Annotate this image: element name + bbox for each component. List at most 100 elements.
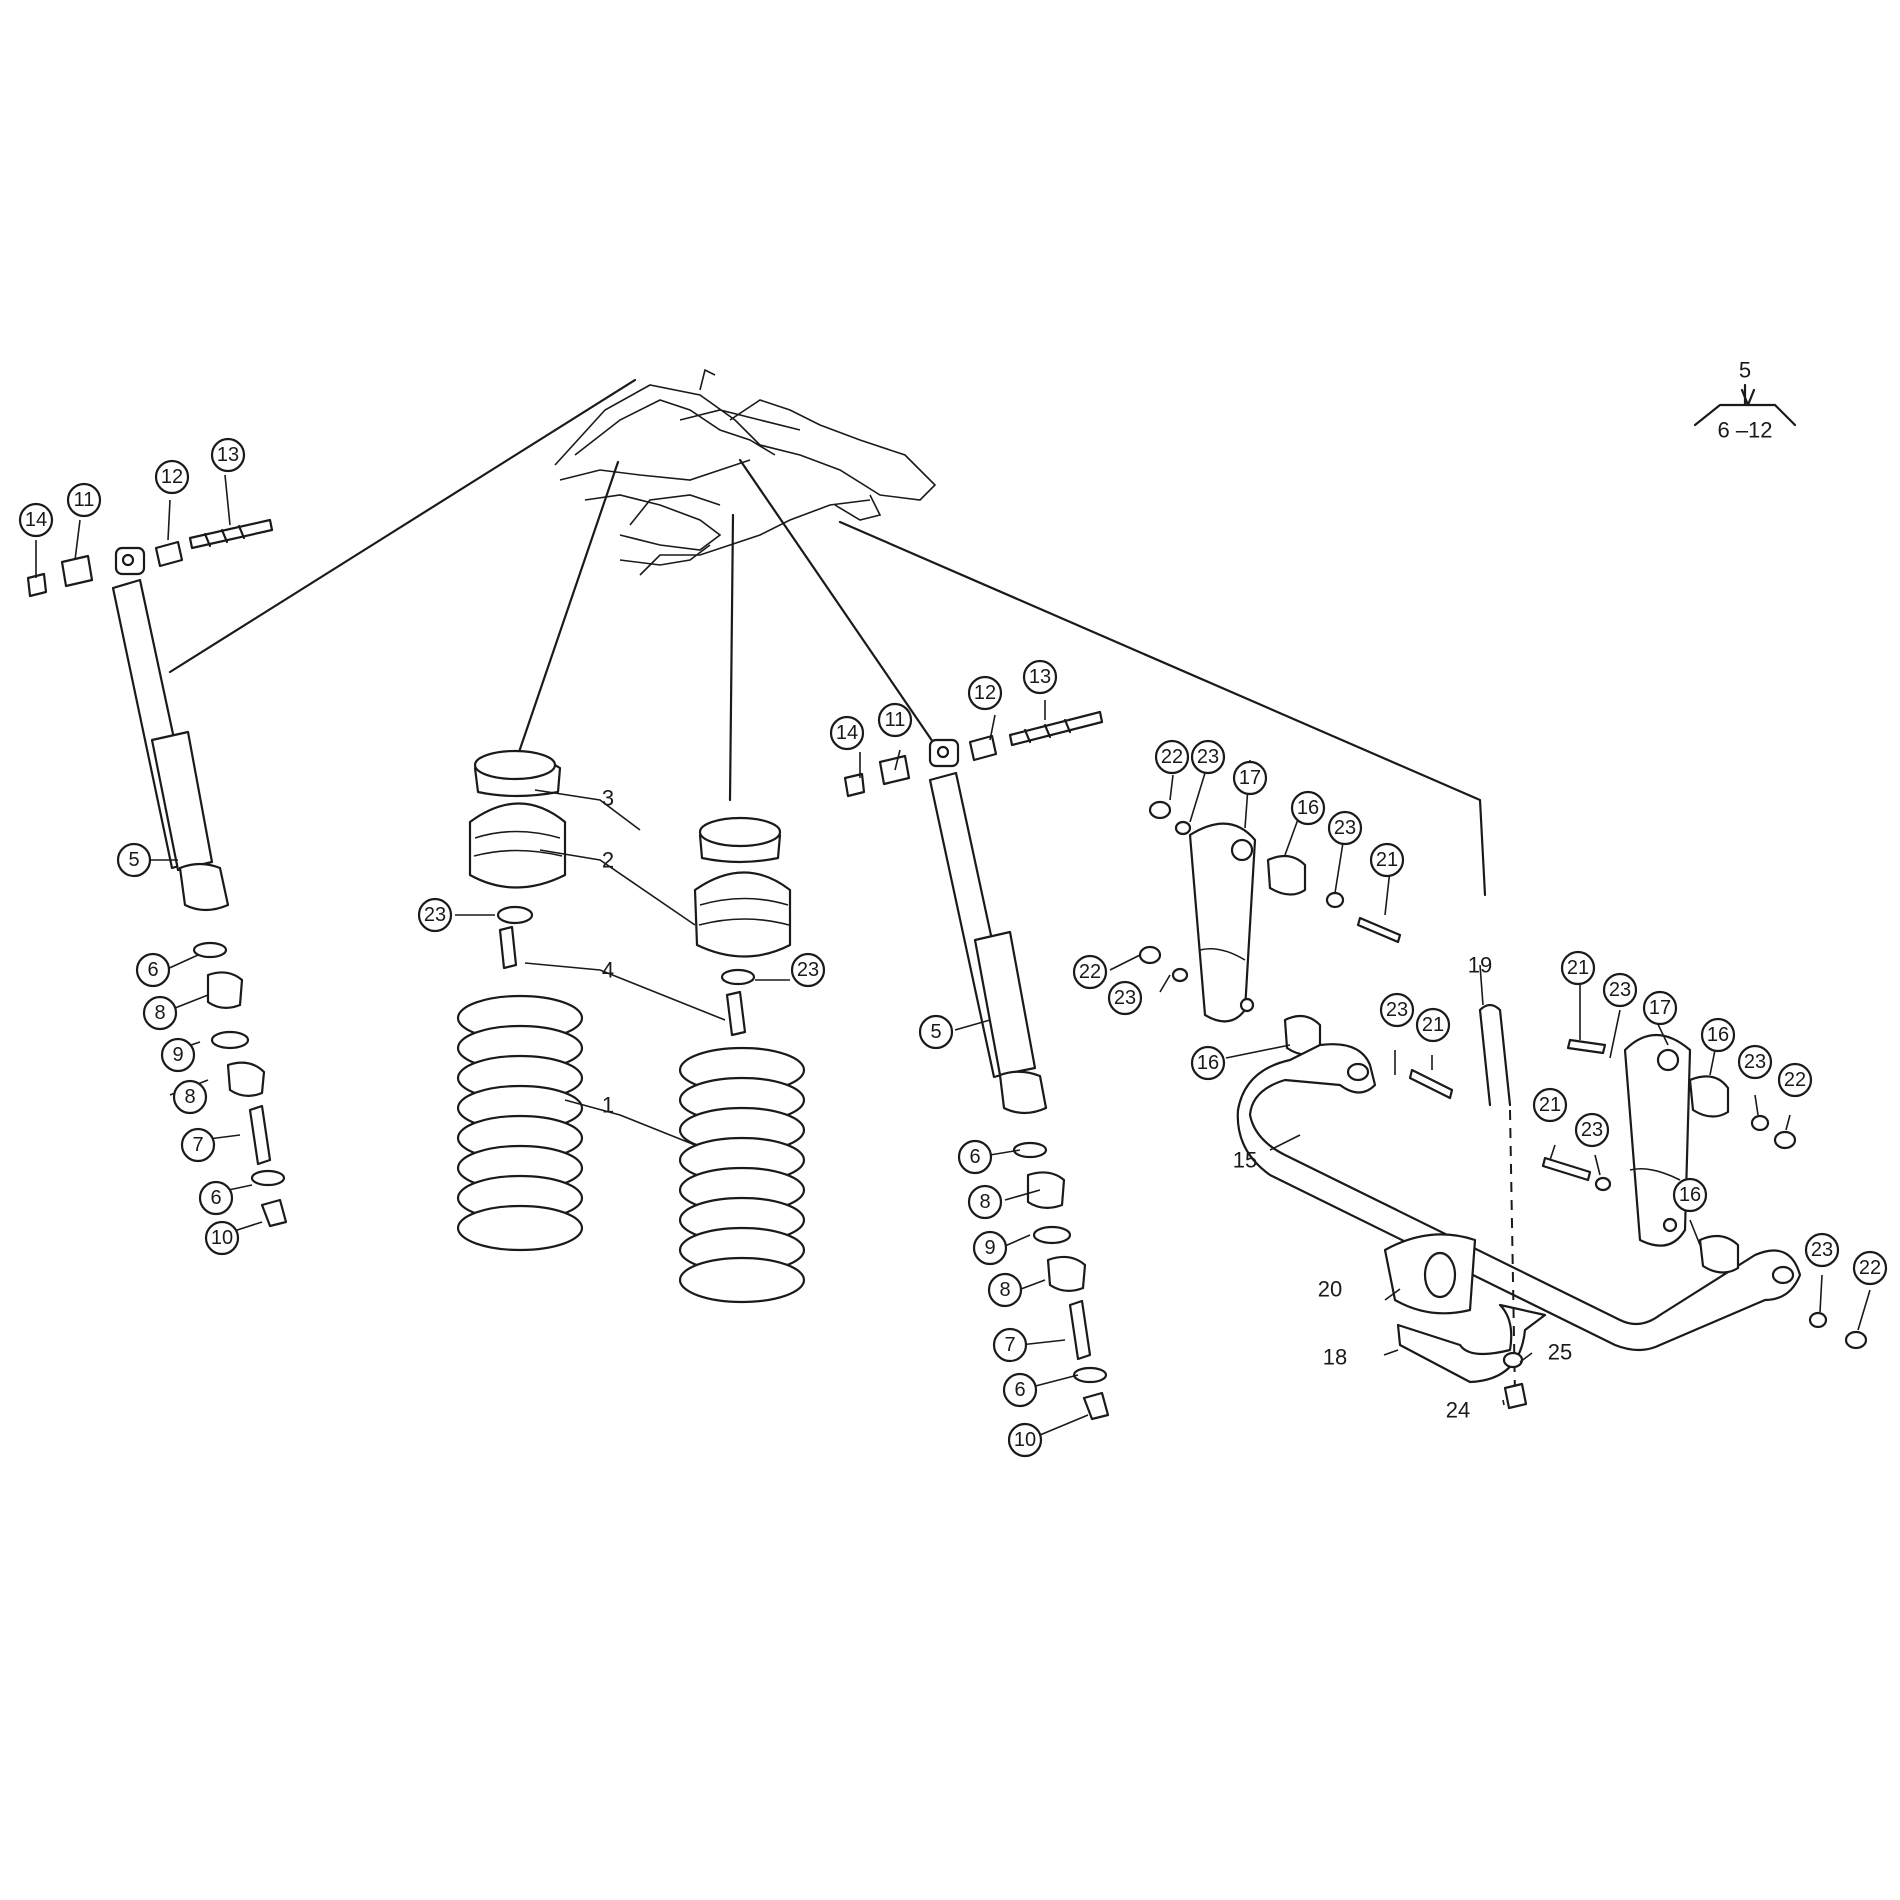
callout-21-c: 21 xyxy=(1560,950,1596,986)
svg-text:23: 23 xyxy=(1581,1119,1603,1141)
callout-19: 19 xyxy=(1468,953,1492,978)
svg-text:12: 12 xyxy=(161,466,183,488)
svg-text:9: 9 xyxy=(984,1237,995,1259)
svg-text:14: 14 xyxy=(25,509,47,531)
callout-23-e: 23 xyxy=(1602,972,1638,1008)
svg-text:5: 5 xyxy=(930,1021,941,1043)
callout-10-right: 10 xyxy=(1007,1422,1043,1458)
callout-23-a: 23 xyxy=(1190,739,1226,775)
svg-text:21: 21 xyxy=(1376,849,1398,871)
callout-12-left: 12 xyxy=(154,459,190,495)
callout-9-right: 9 xyxy=(972,1230,1008,1266)
svg-text:23: 23 xyxy=(1334,817,1356,839)
callout-23-g: 23 xyxy=(1574,1112,1610,1148)
svg-text:23: 23 xyxy=(1811,1239,1833,1261)
svg-text:21: 21 xyxy=(1539,1094,1561,1116)
callout-14-left: 14 xyxy=(18,502,54,538)
svg-text:16: 16 xyxy=(1679,1184,1701,1206)
callout-6-right-a: 6 xyxy=(957,1139,993,1175)
callout-4: 4 xyxy=(602,958,614,983)
callout-7-right: 7 xyxy=(992,1327,1028,1363)
callout-22-b: 22 xyxy=(1072,954,1108,990)
stabilizer-assembly xyxy=(1138,800,1868,1410)
svg-text:22: 22 xyxy=(1784,1069,1806,1091)
svg-text:11: 11 xyxy=(74,489,95,511)
svg-text:23: 23 xyxy=(1386,999,1408,1021)
center-springs xyxy=(456,749,806,1304)
callout-labels: 14 11 12 13 5 6 8 9 8 7 6 10 23 3 2 4 1 … xyxy=(18,437,1888,1458)
callout-21-a: 21 xyxy=(1369,842,1405,878)
callout-17-a: 17 xyxy=(1232,760,1268,796)
svg-text:17: 17 xyxy=(1649,997,1671,1019)
callout-7-left: 7 xyxy=(180,1127,216,1163)
callout-10-left: 10 xyxy=(204,1220,240,1256)
legend-bottom-label: 6 –12 xyxy=(1717,418,1772,443)
svg-text:14: 14 xyxy=(836,722,858,744)
svg-text:22: 22 xyxy=(1079,961,1101,983)
callout-5-right: 5 xyxy=(918,1014,954,1050)
svg-text:23: 23 xyxy=(1609,979,1631,1001)
callout-2: 2 xyxy=(602,848,614,873)
callout-5-left: 5 xyxy=(116,842,152,878)
range-legend: 5 6 –12 xyxy=(1693,358,1797,443)
right-shock-absorber xyxy=(843,710,1110,1421)
callout-22-c: 22 xyxy=(1777,1062,1813,1098)
callout-16-a: 16 xyxy=(1290,790,1326,826)
callout-11-left: 11 xyxy=(66,482,102,518)
svg-text:10: 10 xyxy=(1014,1429,1036,1451)
callout-22-d: 22 xyxy=(1852,1250,1888,1286)
callout-6-left-a: 6 xyxy=(135,952,171,988)
callout-21-d: 21 xyxy=(1532,1087,1568,1123)
svg-text:16: 16 xyxy=(1297,797,1319,819)
svg-text:5: 5 xyxy=(128,849,139,871)
callout-3: 3 xyxy=(602,786,614,811)
callout-6-left-b: 6 xyxy=(198,1180,234,1216)
svg-text:8: 8 xyxy=(979,1191,990,1213)
svg-text:23: 23 xyxy=(1744,1051,1766,1073)
callout-24: 24 xyxy=(1446,1398,1470,1423)
legend-top-label: 5 xyxy=(1739,358,1751,383)
left-shock-absorber xyxy=(26,518,288,1228)
callout-13-right: 13 xyxy=(1022,659,1058,695)
callout-12-right: 12 xyxy=(967,675,1003,711)
svg-text:21: 21 xyxy=(1422,1014,1444,1036)
callout-16-c: 16 xyxy=(1700,1017,1736,1053)
callout-23-center-b: 23 xyxy=(790,952,826,988)
callout-23-b: 23 xyxy=(1327,810,1363,846)
svg-text:23: 23 xyxy=(424,904,446,926)
svg-text:12: 12 xyxy=(974,682,996,704)
callout-8-left-b: 8 xyxy=(172,1079,208,1115)
callout-11-right: 11 xyxy=(877,702,913,738)
svg-text:16: 16 xyxy=(1197,1052,1219,1074)
svg-text:9: 9 xyxy=(172,1044,183,1066)
svg-text:17: 17 xyxy=(1239,767,1261,789)
callout-8-right-b: 8 xyxy=(987,1272,1023,1308)
callout-16-b: 16 xyxy=(1190,1045,1226,1081)
callout-16-d: 16 xyxy=(1672,1177,1708,1213)
svg-text:23: 23 xyxy=(797,959,819,981)
callout-22-a: 22 xyxy=(1154,739,1190,775)
svg-text:13: 13 xyxy=(1029,666,1051,688)
callout-23-center-a: 23 xyxy=(417,897,453,933)
svg-text:7: 7 xyxy=(1004,1334,1015,1356)
svg-text:23: 23 xyxy=(1197,746,1219,768)
svg-text:22: 22 xyxy=(1161,746,1183,768)
svg-text:8: 8 xyxy=(184,1086,195,1108)
svg-text:8: 8 xyxy=(999,1279,1010,1301)
callout-14-right: 14 xyxy=(829,715,865,751)
svg-text:10: 10 xyxy=(211,1227,233,1249)
svg-text:22: 22 xyxy=(1859,1257,1881,1279)
callout-21-b: 21 xyxy=(1415,1007,1451,1043)
callout-17-b: 17 xyxy=(1642,990,1678,1026)
callout-8-right-a: 8 xyxy=(967,1184,1003,1220)
svg-text:6: 6 xyxy=(969,1146,980,1168)
svg-text:11: 11 xyxy=(885,709,906,731)
svg-text:13: 13 xyxy=(217,444,239,466)
chassis-frame xyxy=(554,368,937,576)
callout-8-left-a: 8 xyxy=(142,995,178,1031)
frame-leader-lines xyxy=(168,378,1487,897)
callout-6-right-b: 6 xyxy=(1002,1372,1038,1408)
callout-23-c: 23 xyxy=(1107,980,1143,1016)
